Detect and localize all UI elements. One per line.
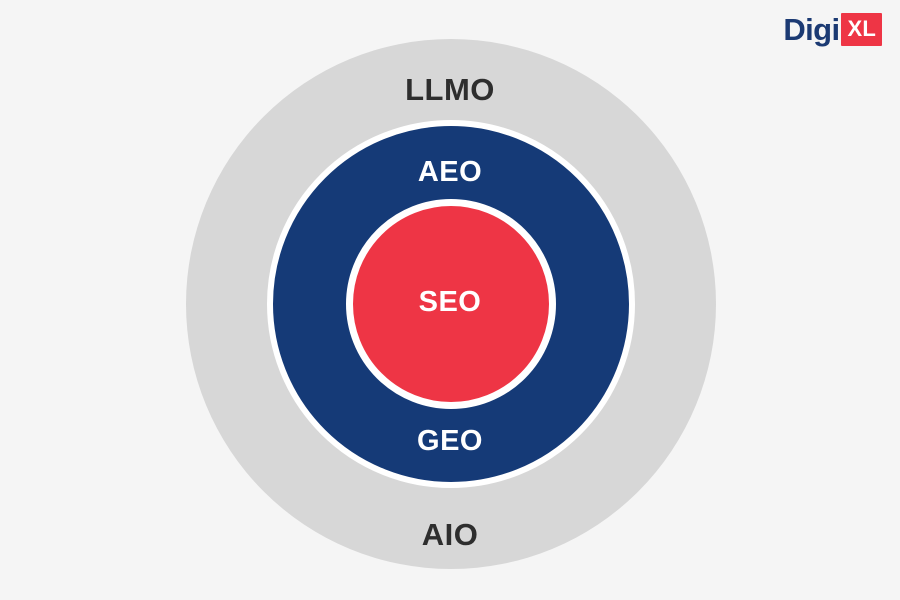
circle-label-aeo: AEO [417,156,483,188]
logo-wordmark-digi: Digi [783,11,840,47]
circle-label-geo: GEO [417,425,483,457]
logo-badge-xl: XL [841,12,882,46]
brand-logo[interactable]: Digi XL [783,12,882,46]
circle-label-llmo: LLMO [405,72,495,107]
inner-circle-seo [346,199,556,409]
circle-label-aio: AIO [421,517,479,552]
circle-label-seo: SEO [418,286,482,318]
